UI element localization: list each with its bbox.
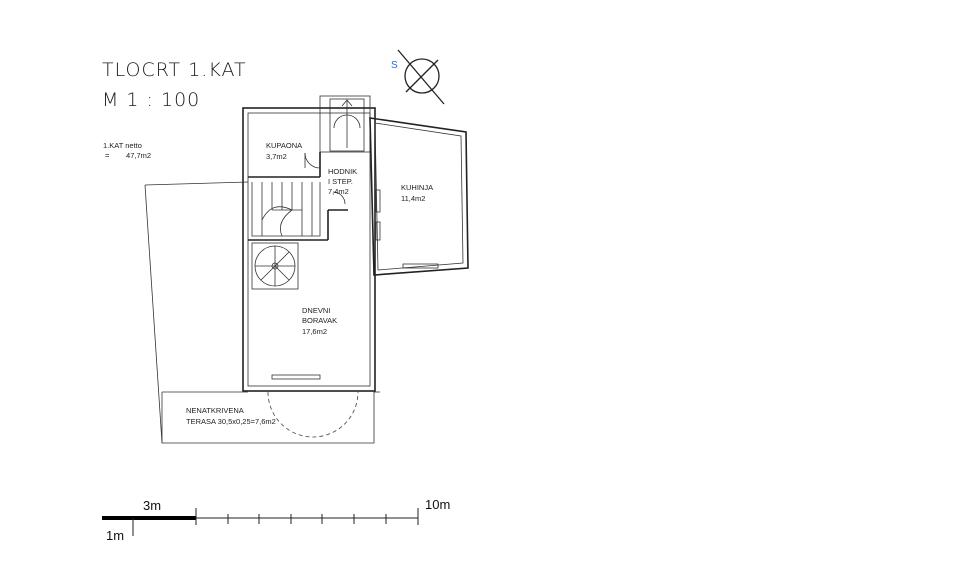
scale-bar [102,508,419,536]
room-area-kupaona: 3,7m2 [266,152,287,161]
room-name2-dnevni: BORAVAK [302,316,337,325]
openings [271,152,439,380]
room-name-terasa: NENATKRIVENA [186,406,244,415]
scale-label-10m: 10m [425,497,450,512]
straight-stair [251,182,321,237]
room-name-kuhinja: KUHINJA [401,183,433,192]
room-area-kuhinja: 11,4m2 [401,194,425,203]
room-name-kupaona: KUPAONA [266,141,302,150]
scale-label-3m: 3m [143,498,161,513]
room-name2-hodnik: I STEP. [328,177,353,186]
summary-value: = 47,7m2 [105,151,151,160]
compass-label: S [391,60,398,71]
room-area-dnevni: 17,6m2 [302,327,327,336]
plan-title: TLOCRT 1.KAT [102,59,247,81]
walls [242,95,469,392]
spiral-stair [251,242,299,290]
room-name2-terasa: TERASA 30,5x0,25=7,6m2 [186,417,276,426]
room-area-hodnik: 7,4m2 [328,187,349,196]
room-name-dnevni: DNEVNI [302,306,330,315]
terrace-arc [267,391,359,438]
scale-label-1m: 1m [106,528,124,543]
stair-arrow-icon [333,99,361,148]
room-name-hodnik: HODNIK [328,167,357,176]
summary-label: 1.KAT netto [103,141,142,150]
plan-scale: M 1 : 100 [102,89,200,111]
site-boundary [144,181,380,444]
north-arrow-icon [397,49,445,105]
